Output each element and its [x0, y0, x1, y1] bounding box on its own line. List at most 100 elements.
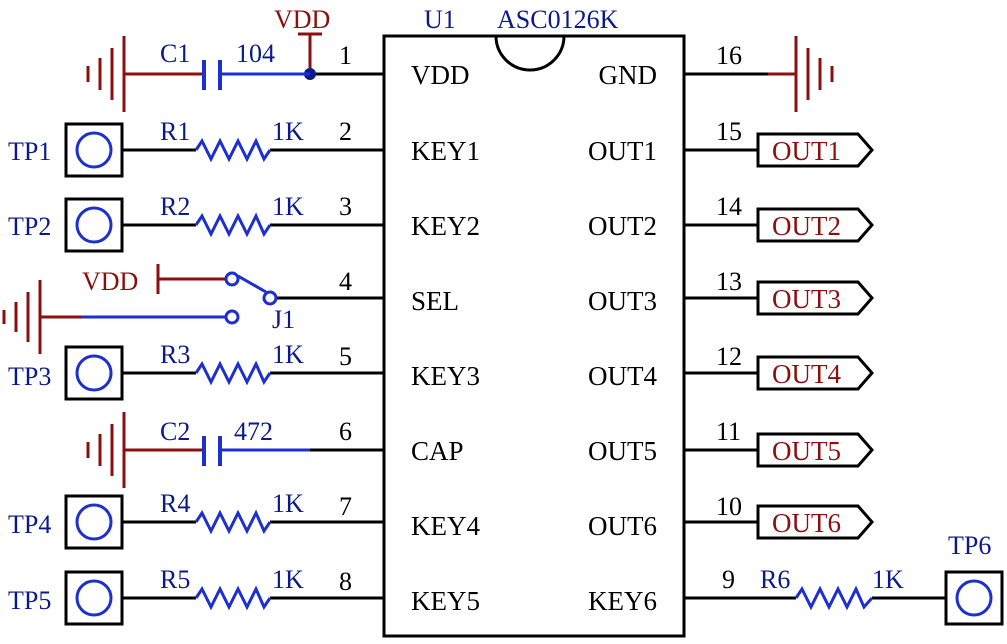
r4-value: 1K	[272, 489, 304, 518]
tp4-label: TP4	[8, 510, 51, 539]
tp-box	[64, 122, 124, 178]
port-shape	[756, 355, 874, 391]
tp-box	[944, 570, 1004, 626]
port-shape	[756, 504, 874, 540]
j1-ref: J1	[272, 305, 295, 334]
c2-value: 472	[234, 417, 273, 446]
tp-box	[64, 570, 124, 626]
j1-pad-common	[262, 290, 278, 306]
ic-body	[382, 34, 686, 638]
ic-u1: U1 ASC0126K	[382, 5, 686, 638]
ground-symbol-gnd16	[768, 36, 834, 112]
ic-notch	[494, 35, 566, 72]
resistor-labels: R1 1K R2 1K R3 1K R4 1K R5 1K R6 1K	[160, 117, 904, 594]
pin-name-8: KEY5	[411, 586, 480, 616]
r2-zigzag	[194, 212, 272, 238]
pin-name-2: KEY1	[411, 136, 480, 166]
tp-pad	[955, 579, 993, 617]
pin-name-3: KEY2	[411, 211, 480, 241]
r6-value: 1K	[872, 565, 904, 594]
pin-name-10: OUT6	[588, 511, 657, 541]
pin-num-3: 3	[339, 192, 352, 221]
vdd-top-label: VDD	[274, 5, 330, 34]
pin-num-8: 8	[339, 567, 352, 596]
r3-zigzag	[194, 360, 272, 386]
tp-box	[64, 197, 124, 253]
ic-part-label: ASC0126K	[497, 5, 619, 34]
pin-num-11: 11	[716, 417, 741, 446]
out3-port-label: OUT3	[772, 284, 841, 314]
tp-pad	[75, 354, 113, 392]
test-point-tp2: TP2	[8, 197, 124, 253]
ground-symbol-j1	[2, 280, 42, 354]
pin-num-7: 7	[339, 492, 352, 521]
pin-name-14: OUT2	[588, 211, 657, 241]
pin-name-1: VDD	[411, 60, 470, 90]
ground-symbol-c2	[86, 412, 126, 488]
pin-name-11: OUT5	[588, 436, 657, 466]
tp-pad	[75, 579, 113, 617]
pin-name-16: GND	[599, 60, 658, 90]
pin-num-15: 15	[716, 117, 742, 146]
pin-name-9: KEY6	[588, 586, 657, 616]
out6-port-label: OUT6	[772, 508, 841, 538]
vdd-sel-label: VDD	[82, 267, 138, 296]
test-point-tp5: TP5	[8, 570, 124, 626]
test-point-tp6: TP6	[944, 531, 1004, 626]
pin-num-9: 9	[722, 565, 735, 594]
jumper-j1: VDD J1	[40, 264, 295, 334]
pin-num-12: 12	[716, 342, 742, 371]
r4-zigzag	[194, 509, 272, 535]
r2-value: 1K	[272, 192, 304, 221]
j1-pad-1	[224, 271, 240, 287]
right-wires	[684, 72, 946, 600]
net-port-out5: OUT5	[756, 432, 874, 468]
r2-ref: R2	[160, 192, 190, 221]
left-wires	[122, 72, 384, 600]
tp-box	[64, 494, 124, 550]
test-point-tp4: TP4	[8, 494, 124, 550]
ic-left-pin-numbers: 1 2 3 4 5 6 7 8	[339, 41, 352, 596]
pin-name-7: KEY4	[411, 511, 480, 541]
out2-port-label: OUT2	[772, 211, 841, 241]
pin-num-6: 6	[339, 417, 352, 446]
pin-name-4: SEL	[411, 286, 459, 316]
test-point-tp3: TP3	[8, 345, 124, 401]
tp5-label: TP5	[8, 586, 51, 615]
tp6-label: TP6	[948, 531, 991, 560]
ic-ref-label: U1	[424, 5, 456, 34]
r6-zigzag	[794, 585, 874, 611]
out4-port-label: OUT4	[772, 359, 841, 389]
tp-box	[64, 345, 124, 401]
r5-ref: R5	[160, 565, 190, 594]
out1-port-label: OUT1	[772, 136, 841, 166]
ic-right-pin-numbers: 16 15 14 13 12 11 10 9	[716, 41, 742, 594]
net-port-out3: OUT3	[756, 280, 874, 316]
r1-zigzag	[194, 137, 272, 163]
port-shape	[756, 432, 874, 468]
r1-ref: R1	[160, 117, 190, 146]
port-shape	[756, 132, 874, 168]
capacitor-c1: C1 104	[124, 39, 310, 90]
r5-value: 1K	[272, 565, 304, 594]
r1-value: 1K	[272, 117, 304, 146]
port-shape	[756, 280, 874, 316]
net-port-out1: OUT1	[756, 132, 874, 168]
pin-num-16: 16	[716, 41, 742, 70]
pin-num-14: 14	[716, 192, 742, 221]
c1-ref: C1	[160, 39, 190, 68]
net-port-out2: OUT2	[756, 207, 874, 243]
ground-symbol-c1	[86, 36, 126, 112]
pin-num-10: 10	[716, 492, 742, 521]
pin-num-5: 5	[339, 342, 352, 371]
c2-ref: C2	[160, 417, 190, 446]
pin-num-4: 4	[339, 267, 352, 296]
ic-left-pin-names: VDD KEY1 KEY2 SEL KEY3 CAP KEY4 KEY5	[411, 60, 480, 616]
pin-name-15: OUT1	[588, 136, 657, 166]
c1-value: 104	[236, 39, 275, 68]
ic-right-pin-names: GND OUT1 OUT2 OUT3 OUT4 OUT5 OUT6 KEY6	[588, 60, 657, 616]
capacitor-c2: C2 472	[124, 417, 310, 466]
r4-ref: R4	[160, 489, 190, 518]
resistors	[194, 137, 874, 611]
